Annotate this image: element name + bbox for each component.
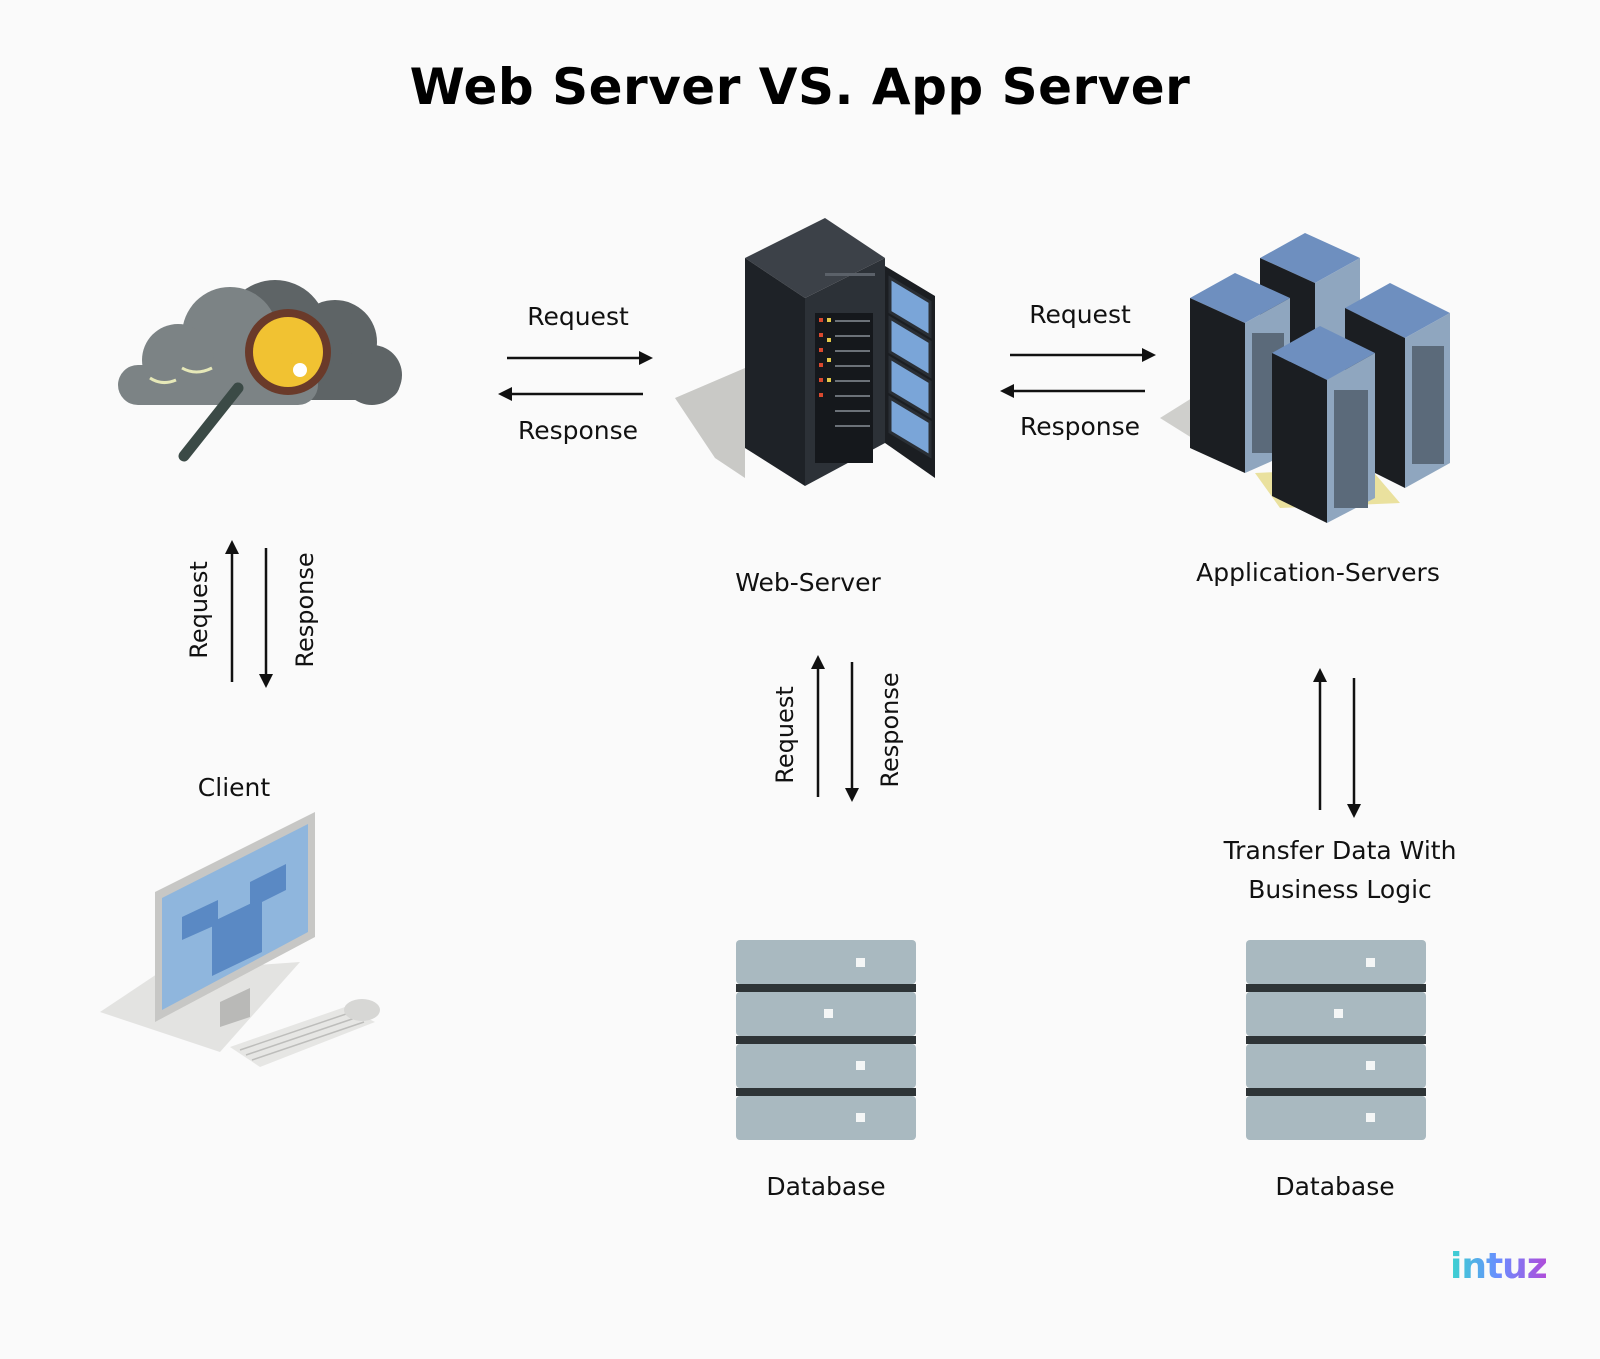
server-cluster-icon [1160, 233, 1450, 523]
response-arrow [1000, 384, 1145, 398]
node-label-database-left: Database [766, 1172, 886, 1201]
desktop-computer-icon [100, 812, 380, 1067]
database-icon [736, 940, 916, 1140]
edge-label-request: Request [1029, 300, 1131, 329]
edge-label-request: Request [185, 561, 213, 659]
node-label-app-servers: Application-Servers [1196, 558, 1440, 587]
brand-logo: intuz [1450, 1246, 1548, 1287]
transfer-down-arrow [1347, 678, 1361, 818]
edge-label-response: Response [517, 416, 639, 445]
node-label-client: Client [197, 773, 271, 802]
request-arrow [1010, 348, 1156, 362]
edge-label-request: Request [527, 302, 629, 331]
edge-label-response: Response [876, 672, 904, 788]
edge-label-response: Response [1019, 412, 1141, 441]
edge-label-response: Response [291, 552, 319, 668]
database-icon [1246, 940, 1426, 1140]
response-arrow [259, 548, 273, 688]
edge-label-request: Request [771, 686, 799, 784]
transfer-up-arrow [1313, 668, 1327, 810]
page-title: Web Server VS. App Server [409, 58, 1191, 116]
brand-logo-text: intuz [1450, 1246, 1548, 1287]
edge-label-transfer-line1: Transfer Data With [1223, 836, 1457, 865]
response-arrow [498, 387, 643, 401]
request-arrow [811, 655, 825, 797]
response-arrow [845, 662, 859, 802]
edge-label-transfer-line2: Business Logic [1248, 875, 1432, 904]
node-label-web-server: Web-Server [735, 568, 881, 597]
node-label-database-right: Database [1275, 1172, 1395, 1201]
cloud-search-icon [118, 280, 402, 462]
request-arrow [225, 540, 239, 682]
request-arrow [507, 351, 653, 365]
server-rack-icon [675, 218, 935, 486]
